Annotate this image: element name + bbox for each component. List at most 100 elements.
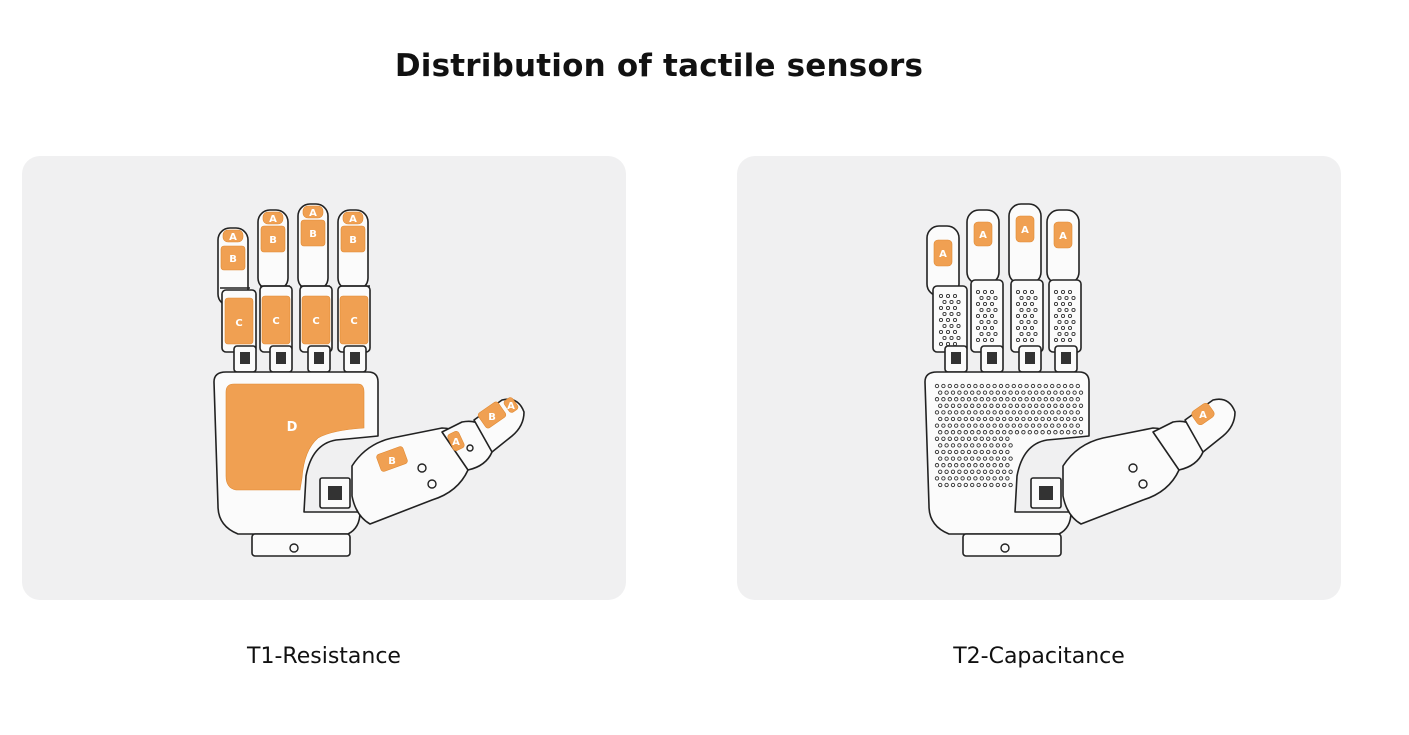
sensor-dot — [995, 443, 1000, 448]
sensor-dot — [970, 430, 975, 435]
sensor-dot — [1066, 390, 1071, 395]
sensor-dot — [1021, 390, 1026, 395]
sensor-dot — [986, 476, 991, 481]
sensor-dot — [989, 390, 994, 395]
sensor-dot — [989, 469, 994, 474]
hand-panel-t2-capacitance: A A A A A — [737, 156, 1341, 600]
sensor-dot — [970, 456, 975, 461]
sensor-dot — [989, 430, 994, 435]
sensor-dot — [1056, 397, 1061, 402]
caption-t2: T2-Capacitance — [953, 644, 1125, 669]
sensor-dot — [970, 482, 975, 488]
sensor-dot — [1029, 337, 1035, 343]
sensor-dot — [1002, 482, 1007, 488]
sensor-dot — [1002, 430, 1007, 435]
sensor-dot — [1002, 443, 1007, 448]
sensor-dot — [934, 410, 940, 415]
sensor-dot — [979, 423, 984, 428]
sensor-dot — [1015, 301, 1021, 307]
sensor-dot — [1019, 307, 1024, 313]
sensor-dot — [960, 436, 965, 441]
sensor-dot — [998, 449, 1004, 455]
label-a: A — [939, 249, 947, 260]
sensor-dot — [1029, 301, 1035, 307]
sensor-dot — [982, 469, 988, 474]
sensor-dot — [995, 482, 1000, 488]
sensor-dot — [995, 456, 1000, 461]
sensor-dot — [934, 397, 940, 402]
sensor-dot — [1057, 331, 1062, 337]
sensor-dot — [949, 335, 954, 341]
sensor-dot — [941, 383, 946, 389]
capacitance-dot-grid-palm — [934, 383, 1084, 488]
sensor-dot — [986, 449, 991, 455]
sensor-dot — [960, 383, 965, 389]
sensor-dot — [976, 403, 981, 408]
sensor-dot — [947, 436, 952, 441]
sensor-dot — [947, 410, 952, 415]
sensor-dot — [1014, 416, 1020, 422]
sensor-dot — [1005, 410, 1010, 415]
sensor-dot — [1072, 416, 1077, 422]
sensor-dot — [1008, 469, 1013, 474]
sensor-labels-t1: A A A A B B B B C C C C D B A B A — [229, 208, 515, 467]
sensor-dot — [934, 436, 940, 441]
label-b: B — [349, 235, 357, 246]
sensor-pad-c — [224, 297, 254, 345]
sensor-dot — [944, 390, 949, 395]
sensor-dot — [1043, 423, 1048, 428]
sensor-dot — [1067, 325, 1073, 331]
sensor-dot — [1062, 397, 1068, 402]
sensor-dot — [938, 430, 943, 435]
label-b: B — [269, 235, 277, 246]
sensor-dot — [992, 436, 997, 441]
sensor-dot — [941, 463, 946, 468]
sensor-dot — [986, 383, 991, 389]
sensor-dot — [976, 469, 981, 474]
label-a: A — [1199, 410, 1207, 421]
sensor-dot — [976, 482, 981, 488]
sensor-dot — [989, 403, 994, 408]
sensor-dot — [995, 430, 1000, 435]
sensor-dot — [973, 476, 978, 481]
sensor-dot — [944, 456, 949, 461]
sensor-dot — [986, 397, 991, 402]
sensor-dot — [1072, 430, 1077, 435]
hand-panel-t1-resistance: A A A A B B B B C C C C D B A B A — [22, 156, 626, 600]
sensor-dot — [934, 476, 940, 481]
sensor-dot — [1027, 403, 1032, 408]
sensor-dot — [1011, 383, 1016, 389]
sensor-dot — [957, 403, 962, 408]
sensor-dot — [995, 469, 1000, 474]
sensor-dot — [1029, 313, 1035, 319]
sensor-dot — [963, 390, 968, 395]
sensor-dot — [1018, 410, 1023, 415]
capacitance-dot-grid-fingers — [938, 289, 1076, 347]
sensor-dot — [938, 390, 943, 395]
sensor-dot — [992, 423, 997, 428]
sensor-dot — [1019, 331, 1024, 337]
sensor-dot — [945, 305, 951, 311]
sensor-labels-t2: A A A A A — [939, 225, 1207, 421]
sensor-dot — [1022, 313, 1028, 319]
sensor-dot — [986, 436, 991, 441]
label-a: A — [269, 214, 277, 225]
sensor-dot — [1053, 403, 1058, 408]
sensor-dot — [1014, 390, 1020, 395]
sensor-dot — [993, 307, 998, 313]
sensor-dot — [1053, 430, 1058, 435]
sensor-dot — [1002, 390, 1007, 395]
sensor-dot — [982, 482, 988, 488]
sensor-dot — [954, 410, 959, 415]
sensor-dot — [1005, 436, 1010, 441]
sensor-dot — [1002, 403, 1007, 408]
sensor-dot — [952, 329, 958, 335]
sensor-dot — [1078, 430, 1084, 435]
sensor-dot — [973, 449, 978, 455]
sensor-dot — [966, 397, 972, 402]
hand-diagram-t1: A A A A B B B B C C C C D B A B A — [213, 203, 525, 557]
sensor-dot — [973, 436, 978, 441]
sensor-pad-a — [302, 205, 324, 219]
sensor-dot — [989, 443, 994, 448]
sensor-dot — [1005, 423, 1010, 428]
